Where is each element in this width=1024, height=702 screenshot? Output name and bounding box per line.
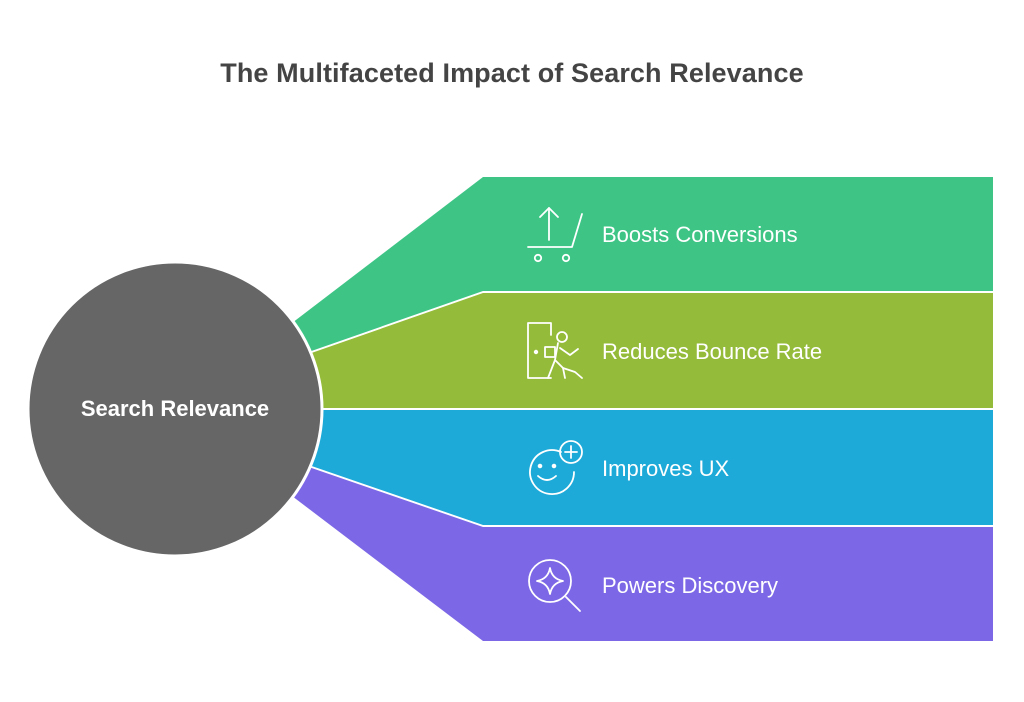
branch-label-reduces-bounce-rate: Reduces Bounce Rate [602,339,823,364]
diagram-title: The Multifaceted Impact of Search Releva… [220,58,804,88]
branch-band-improves-ux [300,410,993,525]
branch-label-powers-discovery: Powers Discovery [602,573,779,598]
person-leaving-door-icon [527,322,583,379]
branch-band-powers-discovery [292,464,993,641]
hub-circle [26,260,324,558]
branch-band-boosts-conversions [292,177,993,355]
smiley-plus-icon [529,440,583,495]
branch-band-reduces-bounce-rate [300,293,993,408]
branch-label-improves-ux: Improves UX [602,456,730,481]
magnifier-sparkle-icon [528,559,581,612]
cart-arrow-up-icon [527,207,583,263]
branch-label-boosts-conversions: Boosts Conversions [602,222,798,247]
hub-label: Search Relevance [80,396,270,421]
